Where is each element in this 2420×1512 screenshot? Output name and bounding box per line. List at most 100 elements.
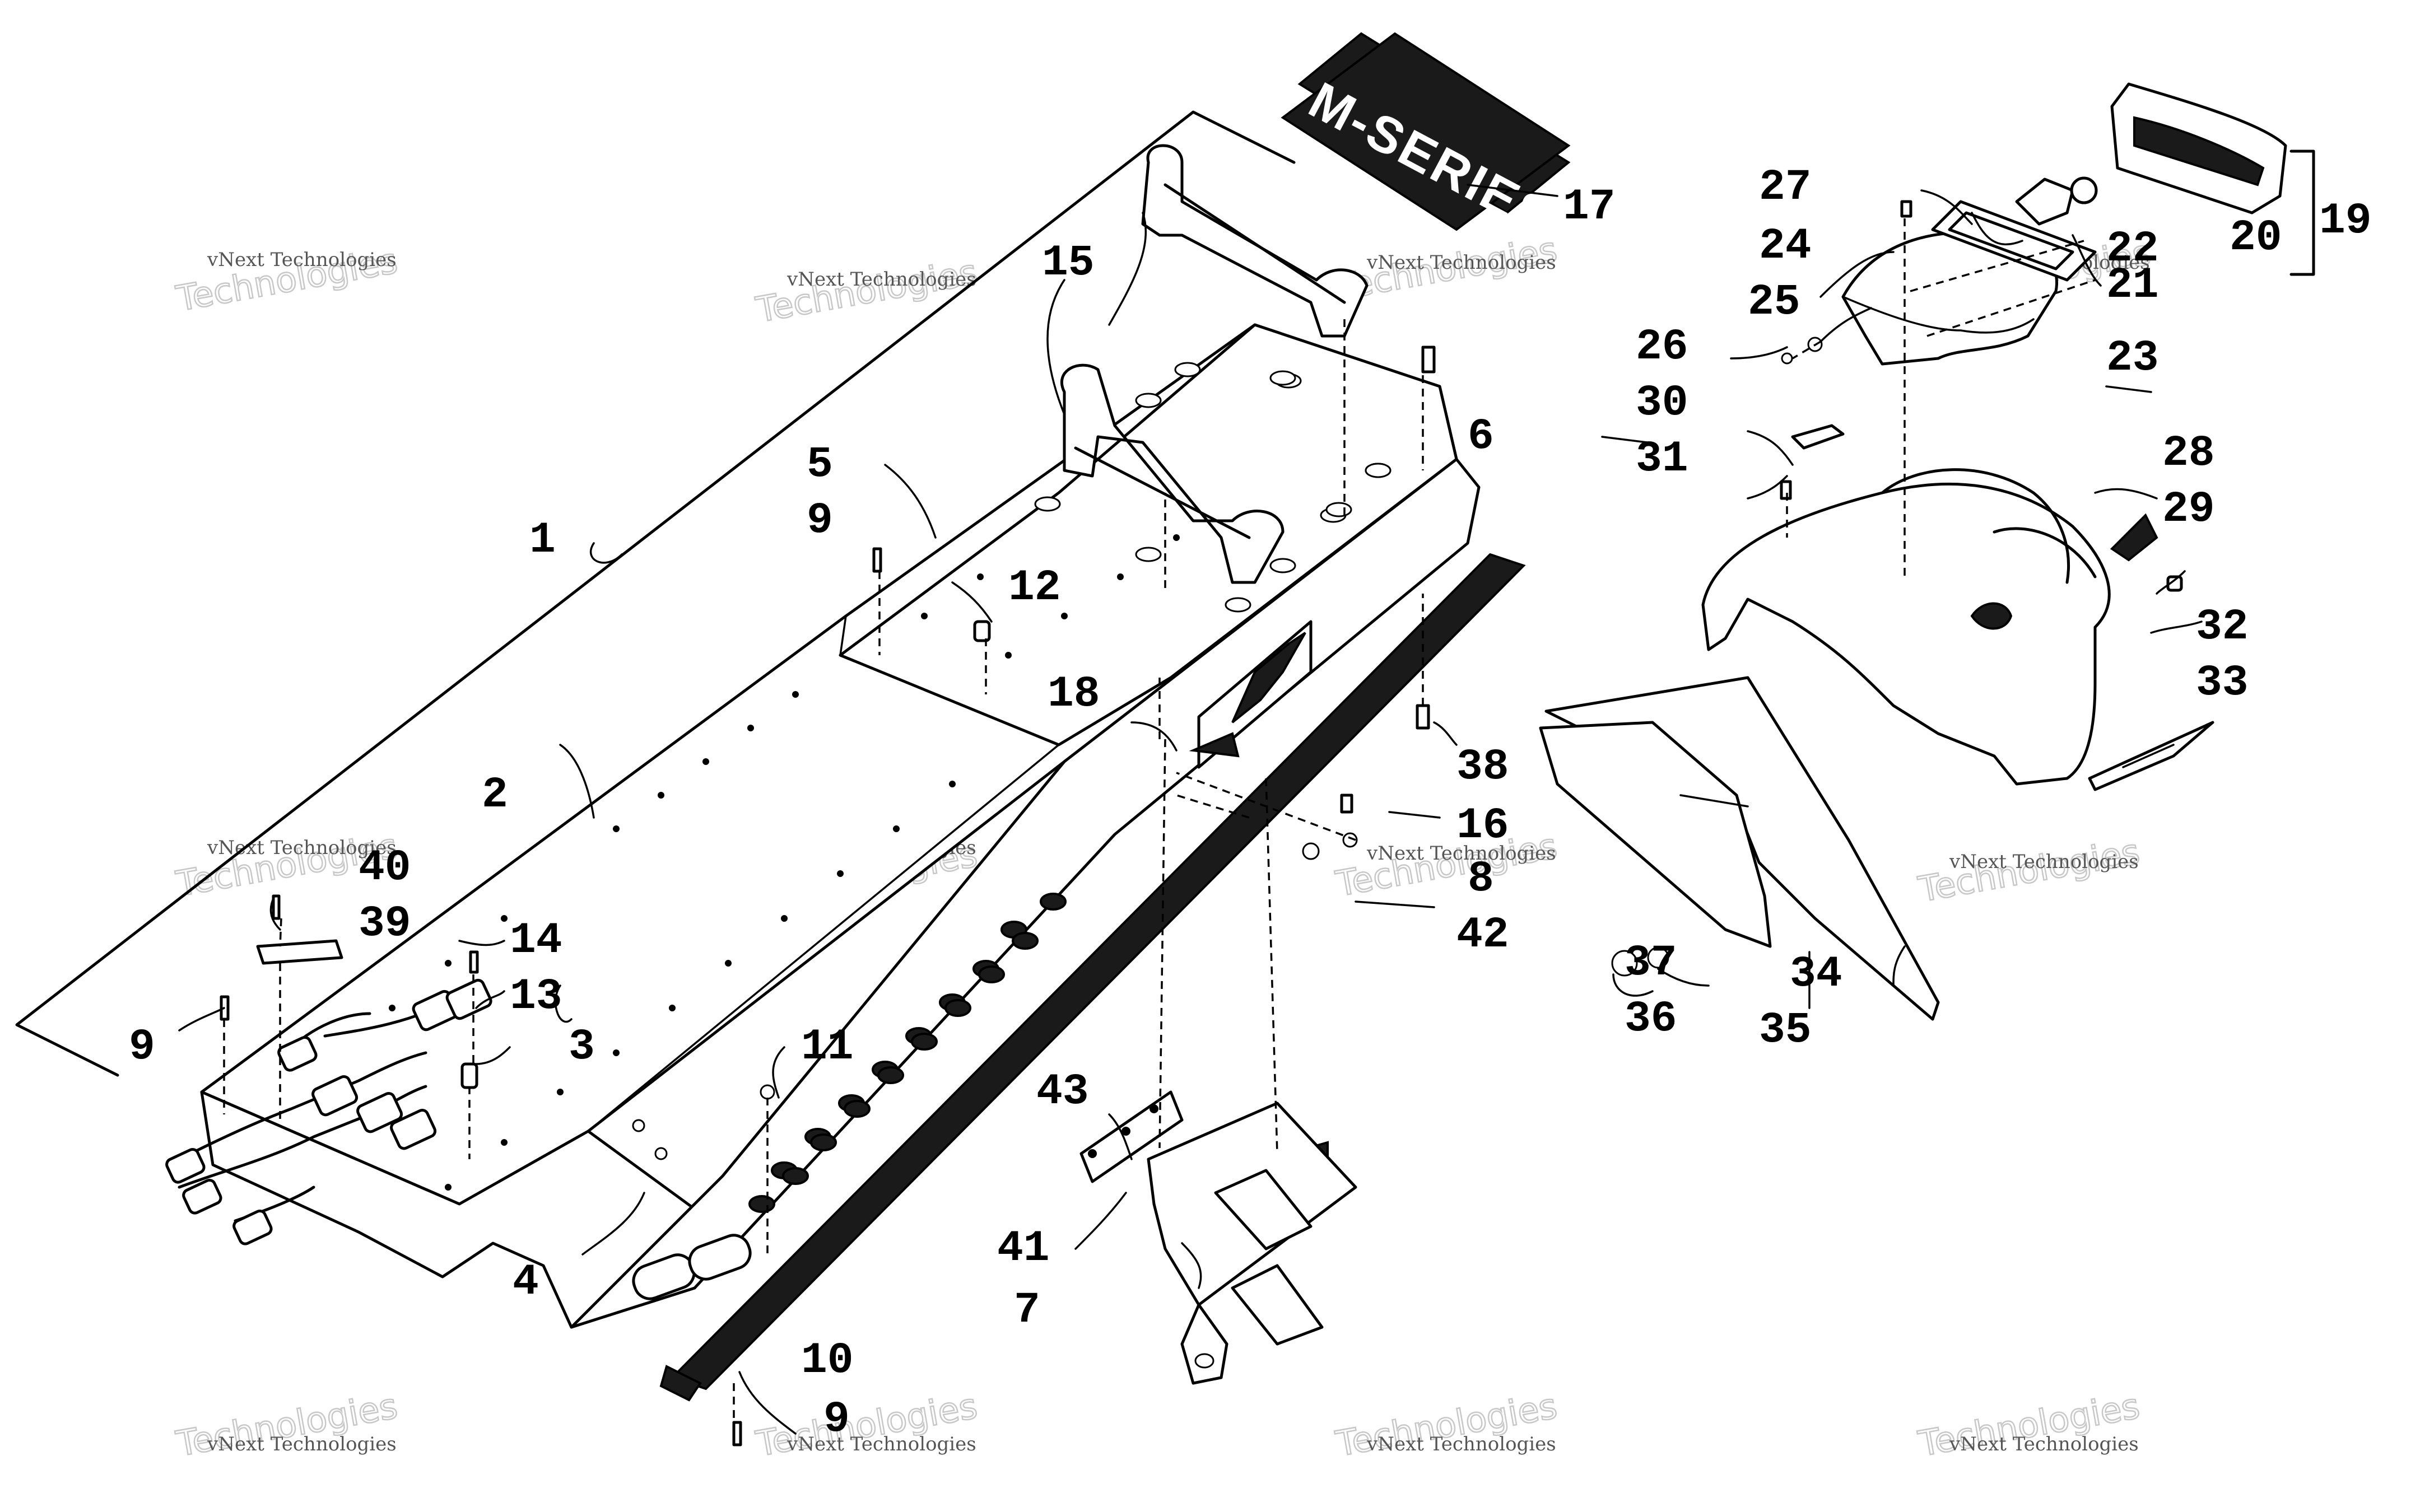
nut	[1781, 352, 1793, 365]
callout-19: 19	[2319, 197, 2372, 246]
assembly-bracket-1	[15, 110, 1296, 1077]
hitch-plate	[1231, 1264, 1324, 1346]
callout-30: 30	[1636, 379, 1688, 428]
callout-9a: 9	[807, 496, 833, 545]
callout-18: 18	[1048, 670, 1100, 719]
callout-7: 7	[1014, 1286, 1040, 1335]
reflector-lens-detail	[2122, 744, 2175, 768]
screw	[1900, 200, 1912, 218]
watermark-text: vNext Technologies	[207, 837, 397, 859]
grab-bar	[1060, 363, 1285, 584]
callout-11: 11	[801, 1023, 854, 1072]
tunnel-crease	[839, 654, 1060, 746]
callout-31: 31	[1636, 435, 1688, 484]
bolt	[1421, 346, 1436, 374]
hitch-side-plate	[1079, 1090, 1184, 1183]
callout-9b: 9	[129, 1023, 155, 1072]
watermark-text: vNext Technologies	[787, 268, 976, 291]
harness-connector	[356, 1091, 403, 1133]
callout-27: 27	[1759, 163, 1812, 212]
watermark-text: vNext Technologies	[1949, 1433, 2139, 1455]
rivet	[732, 1421, 742, 1446]
side-decal-graphic	[1231, 632, 1306, 724]
watermark-text: vNext Technologies	[1366, 1433, 1556, 1455]
callout-8: 8	[1468, 855, 1494, 904]
watermark-text: Technologies	[753, 251, 980, 330]
callout-39: 39	[359, 899, 411, 949]
callout-37: 37	[1625, 939, 1677, 988]
callout-10: 10	[801, 1336, 854, 1385]
callout-28: 28	[2162, 429, 2215, 478]
callout-16: 16	[1456, 801, 1509, 851]
callouts: 1 2 3 4 5 6 7 8 9 9 9 10 11 12 13 14 15 …	[129, 163, 2372, 1444]
watermark: Technologies vNext Technologies	[1332, 1384, 1561, 1465]
callout-22: 22	[2106, 225, 2159, 274]
callout-42: 42	[1456, 911, 1509, 960]
callout-3: 3	[569, 1023, 595, 1072]
flap-edge	[1679, 794, 1749, 808]
bolt	[1416, 704, 1430, 730]
fastener	[760, 1084, 775, 1100]
tunnel-crease	[839, 615, 847, 656]
hardware	[220, 346, 1436, 1446]
bulb	[2070, 176, 2098, 204]
callout-34: 34	[1790, 950, 1842, 999]
bolt	[2166, 575, 2183, 592]
fastener	[1342, 832, 1358, 848]
callout-14: 14	[510, 916, 562, 965]
bolt	[1340, 794, 1353, 814]
washer	[1647, 946, 1669, 969]
callout-40: 40	[359, 843, 411, 893]
callout-20: 20	[2230, 213, 2282, 263]
callout-43: 43	[1036, 1067, 1089, 1117]
watermark-text: vNext Technologies	[1949, 851, 2139, 873]
callout-21: 21	[2106, 261, 2159, 310]
reflector-lens	[2088, 721, 2214, 791]
fastener	[654, 1147, 668, 1160]
tunnel-side-panel	[200, 1090, 736, 1329]
watermark: Technologies vNext Technologies	[173, 239, 401, 320]
clip	[256, 939, 343, 965]
footwell-cutout	[688, 1234, 752, 1281]
harness-wire	[166, 1051, 427, 1166]
m-series-decal: M-SERIES	[1281, 32, 1571, 247]
screw	[1780, 480, 1792, 500]
watermark: Technologies vNext Technologies	[173, 1384, 401, 1465]
watermark: Technologies vNext Technologies	[1915, 1384, 2143, 1465]
grab-bar	[1141, 144, 1369, 338]
wear-strip	[1791, 424, 1845, 450]
callout-25: 25	[1748, 278, 1800, 327]
watermark-text: vNext Technologies	[1366, 842, 1556, 865]
callout-9c: 9	[823, 1395, 850, 1444]
callout-26: 26	[1636, 323, 1688, 372]
wire-harness	[165, 894, 492, 1245]
fastener	[469, 950, 479, 974]
housing-edge	[1842, 296, 2035, 334]
running-board-end-cap	[659, 1365, 702, 1402]
rear-bumper	[1701, 482, 2111, 786]
hitch-bracket-lower	[1180, 1303, 1228, 1385]
callout-6: 6	[1468, 412, 1494, 461]
watermark-text: vNext Technologies	[207, 1433, 397, 1455]
decal-plate	[1281, 32, 1571, 231]
grab-bar-rod	[1074, 446, 1251, 539]
callout-1: 1	[529, 516, 556, 565]
reflector	[2110, 513, 2158, 562]
bulb-socket	[2015, 178, 2074, 226]
nut	[1611, 950, 1638, 977]
spacer	[973, 620, 991, 642]
callout-36: 36	[1625, 995, 1677, 1044]
watermark-text: Technologies	[1333, 825, 1560, 904]
hitch-plate	[1214, 1169, 1313, 1250]
hitch-assembly	[1079, 1090, 1357, 1385]
rivet	[872, 547, 882, 573]
traction-holes	[748, 893, 1067, 1213]
callout-33: 33	[2196, 659, 2249, 708]
tunnel-crease	[587, 744, 1060, 1132]
bumper-rail	[1993, 527, 2097, 578]
deck-grommets	[1034, 362, 1392, 613]
harness-connector	[165, 1147, 206, 1184]
watermark: Technologies vNext Technologies	[752, 1384, 981, 1465]
watermark: Technologies vNext Technologies	[752, 250, 981, 331]
harness-wire	[178, 1085, 427, 1189]
